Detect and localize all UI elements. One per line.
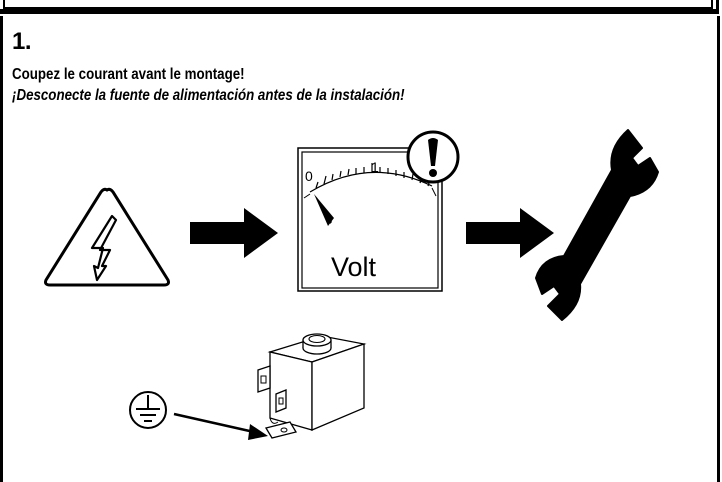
solenoid-coil-icon	[257, 333, 367, 439]
instruction-spanish: ¡Desconecte la fuente de alimentación an…	[12, 87, 405, 104]
top-border-inner	[3, 0, 713, 9]
voltmeter-icon	[297, 147, 443, 292]
voltmeter-scale-min: 0	[305, 168, 313, 184]
top-border	[0, 0, 719, 14]
page-frame	[0, 16, 720, 482]
exclamation-icon	[406, 130, 460, 184]
step-number: 1.	[12, 28, 32, 55]
wrench-icon	[535, 129, 659, 321]
voltmeter-unit-label: Volt	[331, 252, 377, 282]
instruction-french: Coupez le courant avant le montage!	[12, 66, 245, 83]
arrow-right-icon	[466, 208, 554, 258]
ground-pointer-arrow	[173, 412, 268, 440]
high-voltage-warning-icon	[44, 187, 170, 287]
ground-symbol-icon	[129, 391, 167, 429]
arrow-right-icon	[190, 208, 278, 258]
voltmeter-scale-mark: 1	[371, 159, 379, 175]
